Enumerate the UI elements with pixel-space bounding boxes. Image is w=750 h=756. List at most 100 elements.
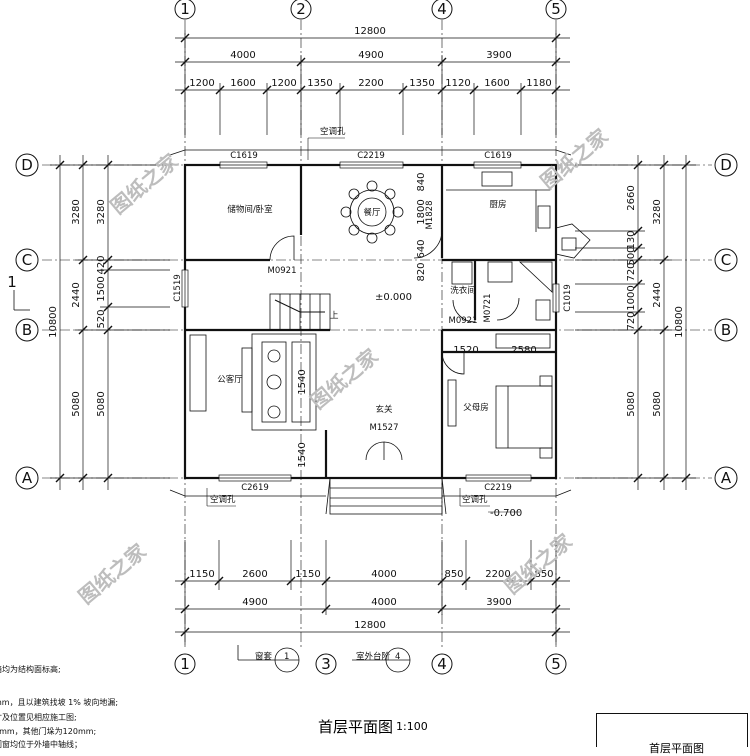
axis-label-1-top: 1 — [180, 0, 190, 18]
watermark: 图纸之家 — [536, 123, 613, 193]
window-openings — [181, 161, 560, 482]
room-label-foyer: 玄关 — [375, 404, 393, 415]
dim-kitchen: 820 — [416, 262, 427, 281]
dim-left-outer: 5080 — [71, 391, 82, 416]
elevation-outside: -0.700 — [490, 508, 522, 519]
dim-left-outer: 3280 — [71, 199, 82, 224]
axis-label-1-bottom: 1 — [180, 655, 190, 673]
axis-label-3-bottom: 3 — [321, 655, 331, 673]
room-label-dining: 餐厅 — [363, 208, 381, 218]
dim-right-total: 10800 — [674, 306, 685, 338]
axis-label-c-left: C — [22, 251, 32, 269]
dim-right-outer: 5080 — [652, 391, 663, 416]
dim-right-inner2: 5080 — [626, 391, 637, 416]
section-ref-number: 1 — [284, 652, 289, 662]
room-label-living: 公客厅 — [217, 374, 243, 385]
window-label: C1619 — [230, 151, 258, 161]
dim-top-bay-2: 4900 — [358, 50, 383, 61]
axis-label-a-right: A — [721, 469, 732, 487]
dim-top-open: 1180 — [526, 78, 551, 89]
drawing-scale: 1:100 — [396, 720, 428, 733]
dim-left-inner: 420 — [96, 255, 107, 274]
dim-sofa: 1540 — [297, 369, 308, 394]
dim-top-bay-1: 4000 — [230, 50, 255, 61]
axis-bubbles — [15, 0, 738, 675]
dim-bottom-open: 2600 — [242, 569, 267, 580]
door-label: M0921 — [268, 266, 297, 276]
opening-labels: C1619 C2219 C1619 C1519 C1019 C2619 C221… — [173, 151, 573, 493]
kitchen-fixtures — [446, 171, 591, 259]
axis-label-b-left: B — [22, 321, 32, 339]
note-line: 0mm，其他门垛为120mm; — [0, 727, 97, 736]
dim-right-outer: 3280 — [652, 199, 663, 224]
dim-misc: 1540 — [297, 442, 308, 467]
dim-right-inner: 720 — [626, 311, 637, 330]
side-dimension-lines — [50, 155, 696, 490]
dim-top-open: 2200 — [358, 78, 383, 89]
top-dimension-text: 12800 4000 4900 3900 1200 1600 1200 1350… — [189, 26, 551, 89]
door-label: M0721 — [483, 294, 493, 323]
note-line: 墙均为结构面标高; — [0, 665, 61, 674]
dim-bottom-open: 1150 — [189, 569, 214, 580]
dim-bottom-open: 1150 — [295, 569, 320, 580]
elevation-floor: ±0.000 — [375, 292, 412, 303]
bottom-dimension-text: 1150 2600 1150 4000 850 2200 850 4900 40… — [189, 569, 553, 631]
dim-left-inner: 3280 — [96, 199, 107, 224]
dim-top-open: 1600 — [484, 78, 509, 89]
watermark: 图纸之家 — [306, 343, 383, 413]
dim-left-total: 10800 — [48, 306, 59, 338]
top-dimension-lines — [175, 30, 570, 135]
dim-top-open: 1350 — [409, 78, 434, 89]
axis-label-4-bottom: 4 — [437, 655, 447, 673]
section-ref-number: 4 — [395, 652, 400, 662]
dim-misc: 1520 — [453, 345, 478, 356]
dim-kitchen: 640 — [416, 239, 427, 258]
living-furniture — [189, 333, 317, 431]
watermark: 图纸之家 — [500, 528, 577, 598]
entrance-steps — [325, 477, 447, 515]
staircase — [269, 293, 331, 331]
door-label: M1828 — [425, 201, 435, 230]
dim-kitchen: 840 — [416, 172, 427, 191]
bed — [447, 375, 553, 459]
watermarks: 图纸之家 图纸之家 图纸之家 图纸之家 图纸之家 — [74, 123, 613, 608]
watermark: 图纸之家 — [106, 148, 183, 218]
window-label: C1519 — [173, 274, 183, 302]
room-label-storage: 储物间/卧室 — [227, 204, 273, 215]
dim-bottom-open: 850 — [444, 569, 463, 580]
dim-top-open: 1200 — [271, 78, 296, 89]
dim-left-inner: 520 — [96, 309, 107, 328]
dim-top-open: 1350 — [307, 78, 332, 89]
room-label-laundry: 洗衣间 — [450, 285, 476, 296]
section-mark-label: 1 — [7, 273, 17, 291]
dim-bottom-bay-3: 3900 — [486, 597, 511, 608]
window-label: C1019 — [563, 284, 573, 312]
dim-kitchen: 1800 — [416, 199, 427, 224]
dim-right-inner: 720 — [626, 262, 637, 281]
dining-table — [340, 180, 404, 244]
ac-hole-label: 空调孔 — [320, 126, 346, 137]
bottom-dimension-lines — [175, 540, 570, 645]
ac-hole-label: 空调孔 — [462, 494, 488, 505]
note-line: 寸及位置见相应施工图; — [0, 713, 77, 722]
axis-label-d-right: D — [720, 156, 732, 174]
dim-bottom-total: 12800 — [354, 620, 386, 631]
dim-left-inner: 1500 — [96, 276, 107, 301]
room-label-kitchen: 厨房 — [489, 199, 506, 210]
dim-bottom-open: 850 — [534, 569, 553, 580]
axis-label-4-top: 4 — [437, 0, 447, 18]
section-ref-label: 窗套 — [255, 651, 273, 662]
axis-label-b-right: B — [721, 321, 731, 339]
dim-misc: 2580 — [511, 345, 536, 356]
inner-dimension-text: 840 1800 640 820 1520 2580 1540 1540 — [297, 172, 537, 467]
dim-right-outer: 2440 — [652, 282, 663, 307]
leader-lines — [206, 137, 520, 513]
window-label: C2219 — [484, 483, 512, 493]
axis-labels: 1 2 4 5 1 3 4 5 D C B A D C B A 1 — [7, 0, 732, 673]
room-label-parents: 父母房 — [463, 402, 489, 413]
room-labels: 储物间/卧室 餐厅 厨房 洗衣间 公客厅 玄关 父母房 — [217, 199, 506, 415]
ac-hole-label: 空调孔 — [210, 494, 236, 505]
misc-labels: 空调孔 空调孔 空调孔 ±0.000 -0.700 上 窗套 1 室外台阶 4 — [210, 126, 522, 662]
door-label: M1527 — [370, 423, 399, 433]
dim-top-bay-3: 3900 — [486, 50, 511, 61]
